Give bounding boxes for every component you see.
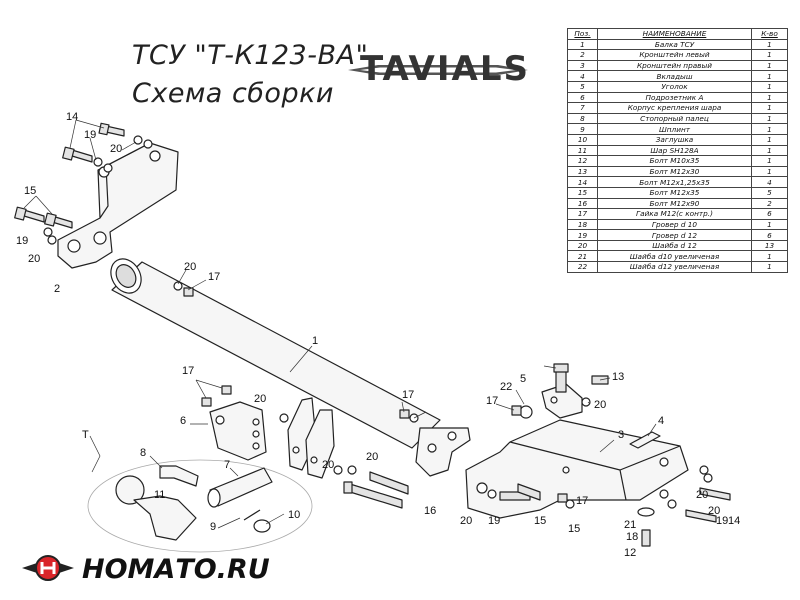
leader-lines: [23, 119, 657, 529]
callout-label: 17: [576, 495, 588, 507]
callout-label: 8: [140, 447, 146, 459]
callout-label: 20: [708, 505, 720, 517]
callout-label: 21: [624, 519, 636, 531]
callout-label: 20: [110, 143, 122, 155]
insert-part: [629, 431, 661, 449]
callout-label: 17: [402, 389, 414, 401]
callout-label: 19: [84, 129, 96, 141]
callout-labels: 14192015192022017117620T8711910201720161…: [16, 111, 740, 559]
homato-logo-icon: [22, 555, 74, 581]
callout-label: 20: [594, 399, 606, 411]
tow-beam: [110, 258, 471, 477]
callout-label: 18: [626, 531, 638, 543]
callout-label: 14: [728, 515, 740, 527]
callout-label: 19: [16, 235, 28, 247]
callout-label: 15: [568, 523, 580, 535]
callout-label: 10: [288, 509, 300, 521]
callout-label: 7: [224, 459, 230, 471]
callout-label: 20: [254, 393, 266, 405]
callout-label: 17: [208, 271, 220, 283]
parts-table-header: Поз. НАИМЕНОВАНИЕ К-во: [567, 28, 788, 40]
callout-label: 11: [154, 489, 165, 501]
cell-qty: 1: [751, 261, 788, 273]
center-brackets: [287, 397, 335, 479]
callout-label: 15: [24, 185, 36, 197]
callout-label: 20: [322, 459, 334, 471]
socket-plate: [209, 401, 267, 461]
brand-text: НОМАТО.RU: [82, 554, 270, 585]
callout-label: 16: [424, 505, 436, 517]
cell-qty: 1: [751, 250, 788, 263]
callout-label: 9: [210, 521, 216, 533]
callout-label: 20: [184, 261, 196, 273]
callout-label: 1: [312, 335, 318, 347]
logo-text: TAVIALS: [360, 49, 530, 89]
diagram-subtitle: Схема сборки: [132, 78, 334, 109]
callout-label: 22: [500, 381, 512, 393]
callout-label: 20: [460, 515, 472, 527]
logo-wings-icon: [348, 65, 528, 75]
callout-label: 3: [618, 429, 624, 441]
callout-label: 15: [534, 515, 546, 527]
towball-group: [87, 459, 313, 553]
callout-label: 4: [658, 415, 664, 427]
callout-label: 20: [366, 451, 378, 463]
left-bracket: [57, 142, 179, 269]
callout-label: 14: [66, 111, 78, 123]
callout-label: 20: [28, 253, 40, 265]
diagram-title: ТСУ "Т-К123-ВА": [132, 40, 369, 71]
callout-label: T: [82, 429, 89, 441]
tavials-logo: TAVIALS: [348, 46, 528, 92]
callout-label: 20: [696, 489, 708, 501]
callout-label: 2: [54, 283, 60, 295]
homato-brand: НОМАТО.RU: [18, 548, 278, 592]
callout-label: 19: [488, 515, 500, 527]
callout-label: 5: [520, 373, 526, 385]
callout-label: 17: [182, 365, 194, 377]
callout-label: 13: [612, 371, 624, 383]
callout-label: 19: [716, 515, 728, 527]
callout-label: 12: [624, 547, 636, 559]
callout-label: 6: [180, 415, 186, 427]
callout-label: 17: [486, 395, 498, 407]
